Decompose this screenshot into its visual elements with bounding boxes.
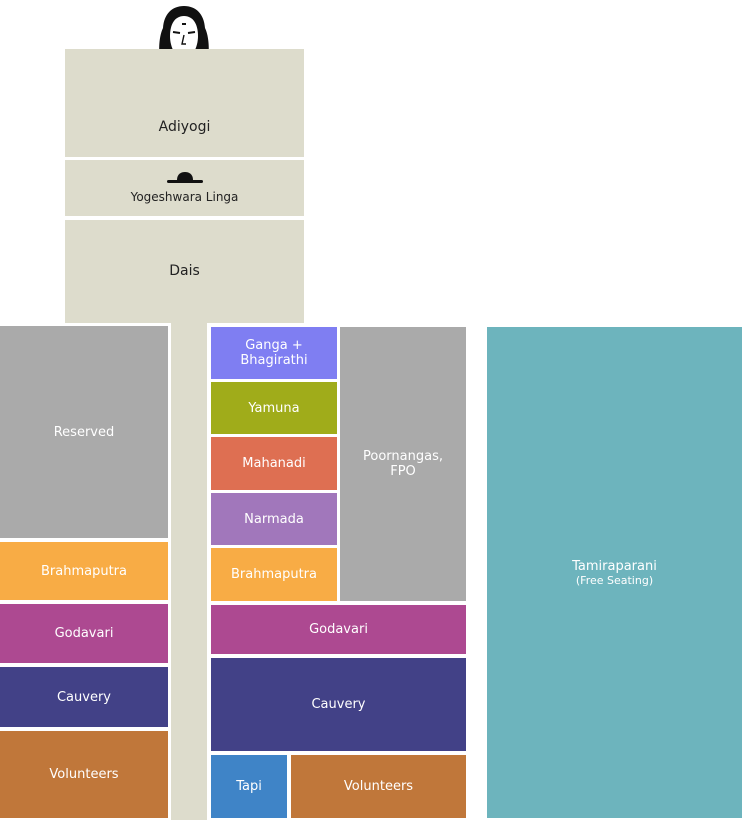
yamuna-label: Yamuna	[248, 400, 300, 416]
adiyogi-area: Adiyogi	[65, 49, 304, 157]
cauvery-middle-label: Cauvery	[311, 697, 366, 712]
mahanadi-label: Mahanadi	[242, 456, 306, 471]
cauvery-middle-area: Cauvery	[211, 658, 466, 751]
cauvery-left-label: Cauvery	[56, 689, 111, 705]
brahmaputra-middle-area: Brahmaputra	[211, 548, 337, 601]
narmada-label: Narmada	[244, 511, 304, 527]
volunteers-left-label: Volunteers	[49, 767, 119, 782]
linga-icon	[165, 171, 205, 184]
brahmaputra-left-area: Brahmaputra	[0, 542, 168, 600]
yogeshwara-linga-area: Yogeshwara Linga	[65, 160, 304, 216]
poornangas-fpo-label: Poornangas, FPO	[363, 449, 443, 479]
narmada-area: Narmada	[211, 493, 337, 545]
reserved-area: Reserved	[0, 326, 168, 538]
central-aisle	[171, 323, 207, 820]
volunteers-middle-label: Volunteers	[343, 779, 414, 794]
mahanadi-area: Mahanadi	[211, 437, 337, 490]
adiyogi-label: Adiyogi	[158, 119, 211, 135]
ganga-bhagirathi-area: Ganga + Bhagirathi	[211, 327, 337, 379]
tamiraparani-label: Tamiraparani	[572, 558, 657, 574]
volunteers-middle-area: Volunteers	[291, 755, 466, 818]
tamiraparani-area: Tamiraparani (Free Seating)	[487, 327, 742, 818]
godavari-middle-area: Godavari	[211, 605, 466, 654]
linga-label: Yogeshwara Linga	[130, 189, 239, 204]
ganga-bhagirathi-label: Ganga + Bhagirathi	[240, 338, 308, 368]
godavari-left-area: Godavari	[0, 604, 168, 663]
godavari-middle-label: Godavari	[309, 622, 368, 637]
brahmaputra-left-label: Brahmaputra	[41, 563, 127, 579]
poornangas-fpo-area: Poornangas, FPO	[340, 327, 466, 601]
brahmaputra-middle-label: Brahmaputra	[231, 567, 317, 582]
cauvery-left-area: Cauvery	[0, 667, 168, 727]
dais-area: Dais	[65, 220, 304, 323]
tamiraparani-sublabel: (Free Seating)	[575, 573, 654, 587]
tapi-label: Tapi	[236, 779, 262, 794]
reserved-label: Reserved	[53, 424, 115, 440]
volunteers-left-area: Volunteers	[0, 731, 168, 818]
dais-label: Dais	[169, 263, 200, 279]
tapi-area: Tapi	[211, 755, 287, 818]
yamuna-area: Yamuna	[211, 382, 337, 434]
godavari-left-label: Godavari	[54, 626, 114, 641]
